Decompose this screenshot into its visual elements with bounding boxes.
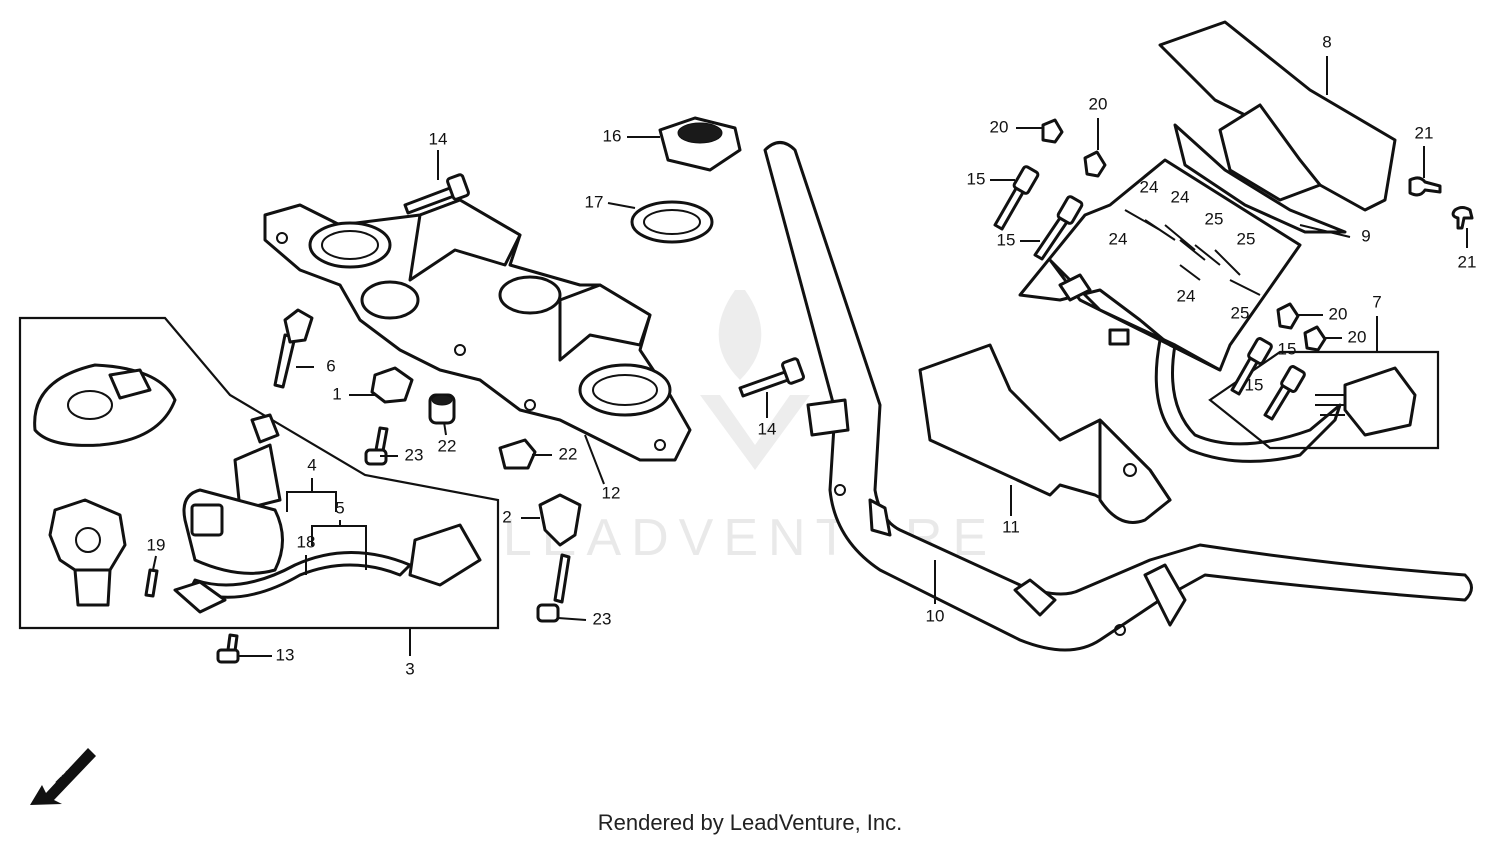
- grommet-22-left: [428, 393, 456, 425]
- callout-8: 8: [1322, 32, 1331, 51]
- steering-nut-16: [658, 116, 742, 172]
- callout-23: 23: [405, 445, 424, 464]
- screw-23-lower: [536, 553, 571, 623]
- callout-15: 15: [997, 230, 1016, 249]
- nut-20-b: [1083, 150, 1107, 178]
- callout-13: 13: [276, 645, 295, 664]
- wire-harness: [173, 523, 482, 614]
- callout-21: 21: [1415, 123, 1434, 142]
- callout-6: 6: [326, 356, 335, 375]
- callout-19: 19: [147, 535, 166, 554]
- callout-15: 15: [1245, 375, 1264, 394]
- callout-20: 20: [990, 117, 1009, 136]
- indicator-panel: [1018, 158, 1302, 372]
- ignition-assembly-box: [18, 316, 500, 630]
- callout-24: 24: [1177, 286, 1196, 305]
- callout-25: 25: [1237, 229, 1256, 248]
- nut-20-d: [1303, 325, 1327, 352]
- screw-21-b: [1451, 206, 1474, 230]
- callout-22: 22: [559, 444, 578, 463]
- connector-7: [1315, 366, 1417, 437]
- handlebar: [763, 141, 1473, 652]
- callout-16: 16: [603, 126, 622, 145]
- nut-20-a: [1041, 118, 1064, 144]
- clamp-1: [370, 366, 414, 404]
- callout-25: 25: [1205, 209, 1224, 228]
- callout-23: 23: [593, 609, 612, 628]
- callout-7: 7: [1372, 292, 1381, 311]
- screw-23-upper: [364, 426, 389, 466]
- callout-15: 15: [1278, 339, 1297, 358]
- bolt-15-b: [1033, 195, 1084, 261]
- callout-1: 1: [332, 384, 341, 403]
- forward-arrow-icon: FWD: [30, 748, 96, 805]
- callout-24: 24: [1171, 187, 1190, 206]
- callouts: 14 16 17 6 1 23 22 22 12 2 23 13 3 19 4 …: [147, 32, 1477, 678]
- clamp-2: [538, 493, 582, 547]
- callout-10: 10: [926, 606, 945, 625]
- callout-24: 24: [1140, 177, 1159, 196]
- callout-20: 20: [1348, 327, 1367, 346]
- callout-25: 25: [1231, 303, 1250, 322]
- leader-lines: [152, 56, 1468, 657]
- callout-18: 18: [297, 532, 316, 551]
- footer-credit: Rendered by LeadVenture, Inc.: [597, 810, 903, 835]
- callout-5: 5: [335, 498, 344, 517]
- upper-fork-bridge: [263, 198, 692, 462]
- callout-21: 21: [1458, 252, 1477, 271]
- grommet-22-right: [498, 438, 537, 470]
- callout-11: 11: [1002, 517, 1020, 536]
- callout-14: 14: [429, 129, 448, 148]
- screw-13: [216, 633, 240, 664]
- ignition-switch: [182, 413, 284, 575]
- callout-14: 14: [758, 419, 777, 438]
- assembly-box-7: [1208, 350, 1440, 450]
- callout-4: 4: [307, 455, 316, 474]
- callout-24: 24: [1109, 229, 1128, 248]
- meter-cable: [1154, 338, 1342, 463]
- callout-17: 17: [585, 192, 604, 211]
- bolt-15-a: [993, 165, 1040, 231]
- callout-2: 2: [502, 507, 511, 526]
- ignition-base-plate: [48, 498, 127, 607]
- callout-20: 20: [1089, 94, 1108, 113]
- key-6: [273, 308, 314, 389]
- callout-22: 22: [438, 436, 457, 455]
- screw-21-a: [1408, 176, 1442, 197]
- bolt-14-middle: [738, 357, 805, 398]
- bolt-15-c: [1230, 337, 1273, 396]
- screw-19: [144, 568, 159, 598]
- callout-9: 9: [1361, 226, 1370, 245]
- bolt-15-d: [1263, 365, 1306, 421]
- callout-12: 12: [602, 483, 621, 502]
- washer-17: [630, 200, 714, 244]
- callout-3: 3: [405, 659, 414, 678]
- bolt-14-left: [403, 173, 470, 215]
- meter-case-11: [918, 343, 1172, 524]
- callout-20: 20: [1329, 304, 1348, 323]
- callout-15: 15: [967, 169, 986, 188]
- nut-20-c: [1276, 302, 1300, 330]
- meter-visor-8: [1158, 20, 1397, 212]
- ignition-cover: [33, 363, 177, 447]
